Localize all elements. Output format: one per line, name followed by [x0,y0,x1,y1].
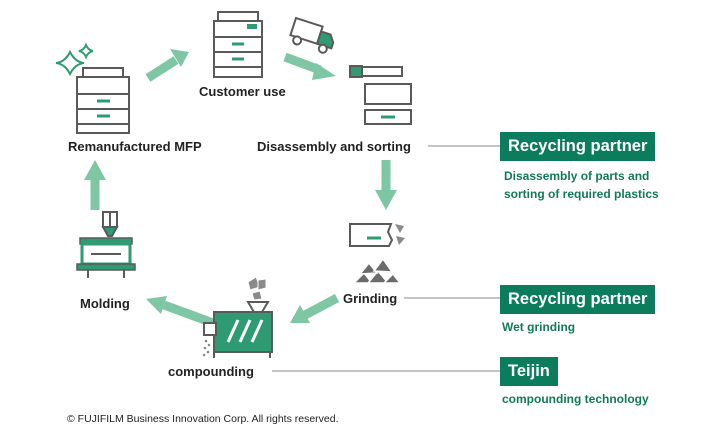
arrow-disassembly-to-grinding [375,160,397,210]
arrow-molding-to-remanufactured [84,160,106,210]
stage-label-grinding: Grinding [343,291,398,306]
arrow-grinding-to-compounding [290,294,340,323]
arrow-compounding-to-molding [146,296,215,328]
mfp-icon [213,11,263,78]
arrow-customer-to-disassembly [283,52,336,80]
partner-desc-recycling-1-line-1: Disassembly of parts and [504,169,650,183]
stage-label-molding: Molding [80,296,130,311]
arrow-remanufactured-to-customer [145,49,189,82]
stage-label-remanufactured: Remanufactured MFP [68,139,202,154]
compounding-machine-icon [202,276,273,358]
truck-icon [289,16,335,54]
stage-label-compounding: compounding [168,364,254,379]
sparkle-icon [55,42,94,77]
partner-box-recycling-1: Recycling partner [500,132,656,161]
partner-box-recycling-2: Recycling partner [500,285,656,314]
partner-box-teijin: Teijin [500,357,558,386]
partner-desc-recycling-1-line-2: sorting of required plastics [504,187,659,201]
mold-press-icon [76,211,136,278]
partner-desc-recycling-2: Wet grinding [502,320,576,334]
partner-desc-teijin: compounding technology [502,392,649,406]
stage-label-customer-use: Customer use [199,84,286,99]
copyright-text: © FUJIFILM Business Innovation Corp. All… [67,413,339,425]
stage-label-disassembly: Disassembly and sorting [257,139,411,154]
broken-plastic-icon [349,223,405,247]
remanufactured-mfp-icon [76,67,130,134]
ground-pellets-icon [352,257,402,284]
disassembled-parts-icon [349,65,412,125]
